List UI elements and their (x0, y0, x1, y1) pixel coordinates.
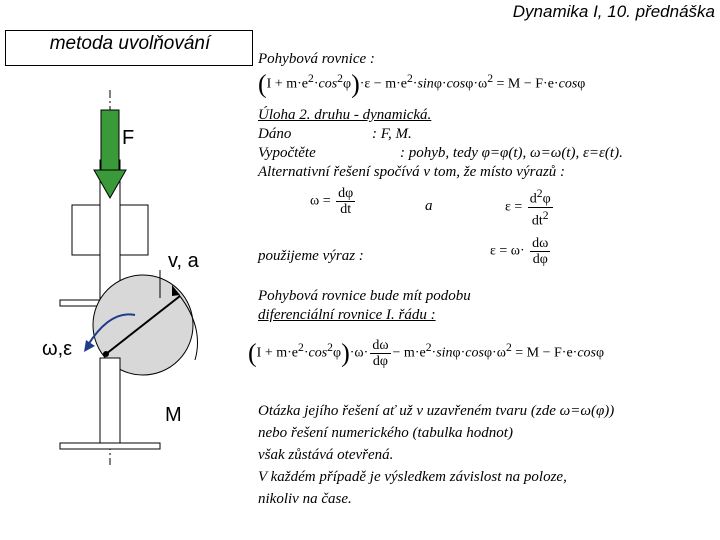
question-line-5: nikoliv na čase. (258, 491, 352, 507)
motion-eq-label: Pohybová rovnice : (258, 51, 375, 67)
compute-label: Vypočtěte (258, 145, 316, 161)
pivot-point (103, 351, 109, 357)
lecture-header: Dynamika I, 10. přednáška (512, 2, 715, 21)
equation-1: (I + m·e2·cos2φ)·ε − m·e2·sinφ·cosφ·ω2 =… (258, 69, 586, 99)
upper-guide (71, 204, 149, 256)
mechanism-figure (59, 90, 198, 465)
motion-form: Pohybová rovnice bude mít podobu (258, 288, 471, 304)
omega-arc (87, 313, 136, 346)
compute-value: : pohyb, tedy φ=φ(t), ω=ω(t), ε=ε(t). (400, 145, 623, 161)
force-label: F (122, 127, 135, 149)
page-title: metoda uvolňování (49, 33, 211, 54)
title-box: metoda uvolňování (5, 30, 253, 66)
omega-epsilon-label: ω,ε (42, 338, 73, 360)
question-line-1: Otázka jejího řešení ať už v uzavřeném t… (258, 403, 615, 419)
task-title: Úloha 2. druhu - dynamická. (258, 107, 432, 123)
question-line-4: V každém případě je výsledkem závislost … (258, 469, 567, 485)
phi-arc-head (172, 285, 180, 296)
question-line-3: však zůstává otevřená. (258, 447, 394, 463)
lower-rod (99, 357, 121, 444)
given-label: Dáno (258, 126, 292, 142)
diff-eq: diferenciální rovnice I. řádu : (258, 307, 436, 323)
force-arrow (93, 109, 127, 200)
moment-label: M (165, 404, 182, 426)
omega-arc-head (84, 340, 95, 352)
disk-arm (105, 295, 181, 355)
use-expression: použijeme výraz : (258, 248, 364, 264)
base (59, 442, 161, 450)
given-value: : F, M. (372, 126, 412, 142)
alt-solution: Alternativní řešení spočívá v tom, že mí… (258, 164, 566, 180)
and-word: a (425, 198, 433, 214)
question-line-2: nebo řešení numerického (tabulka hodnot) (258, 425, 513, 441)
phi-arc (174, 289, 198, 361)
velocity-label: v, a (168, 250, 199, 272)
